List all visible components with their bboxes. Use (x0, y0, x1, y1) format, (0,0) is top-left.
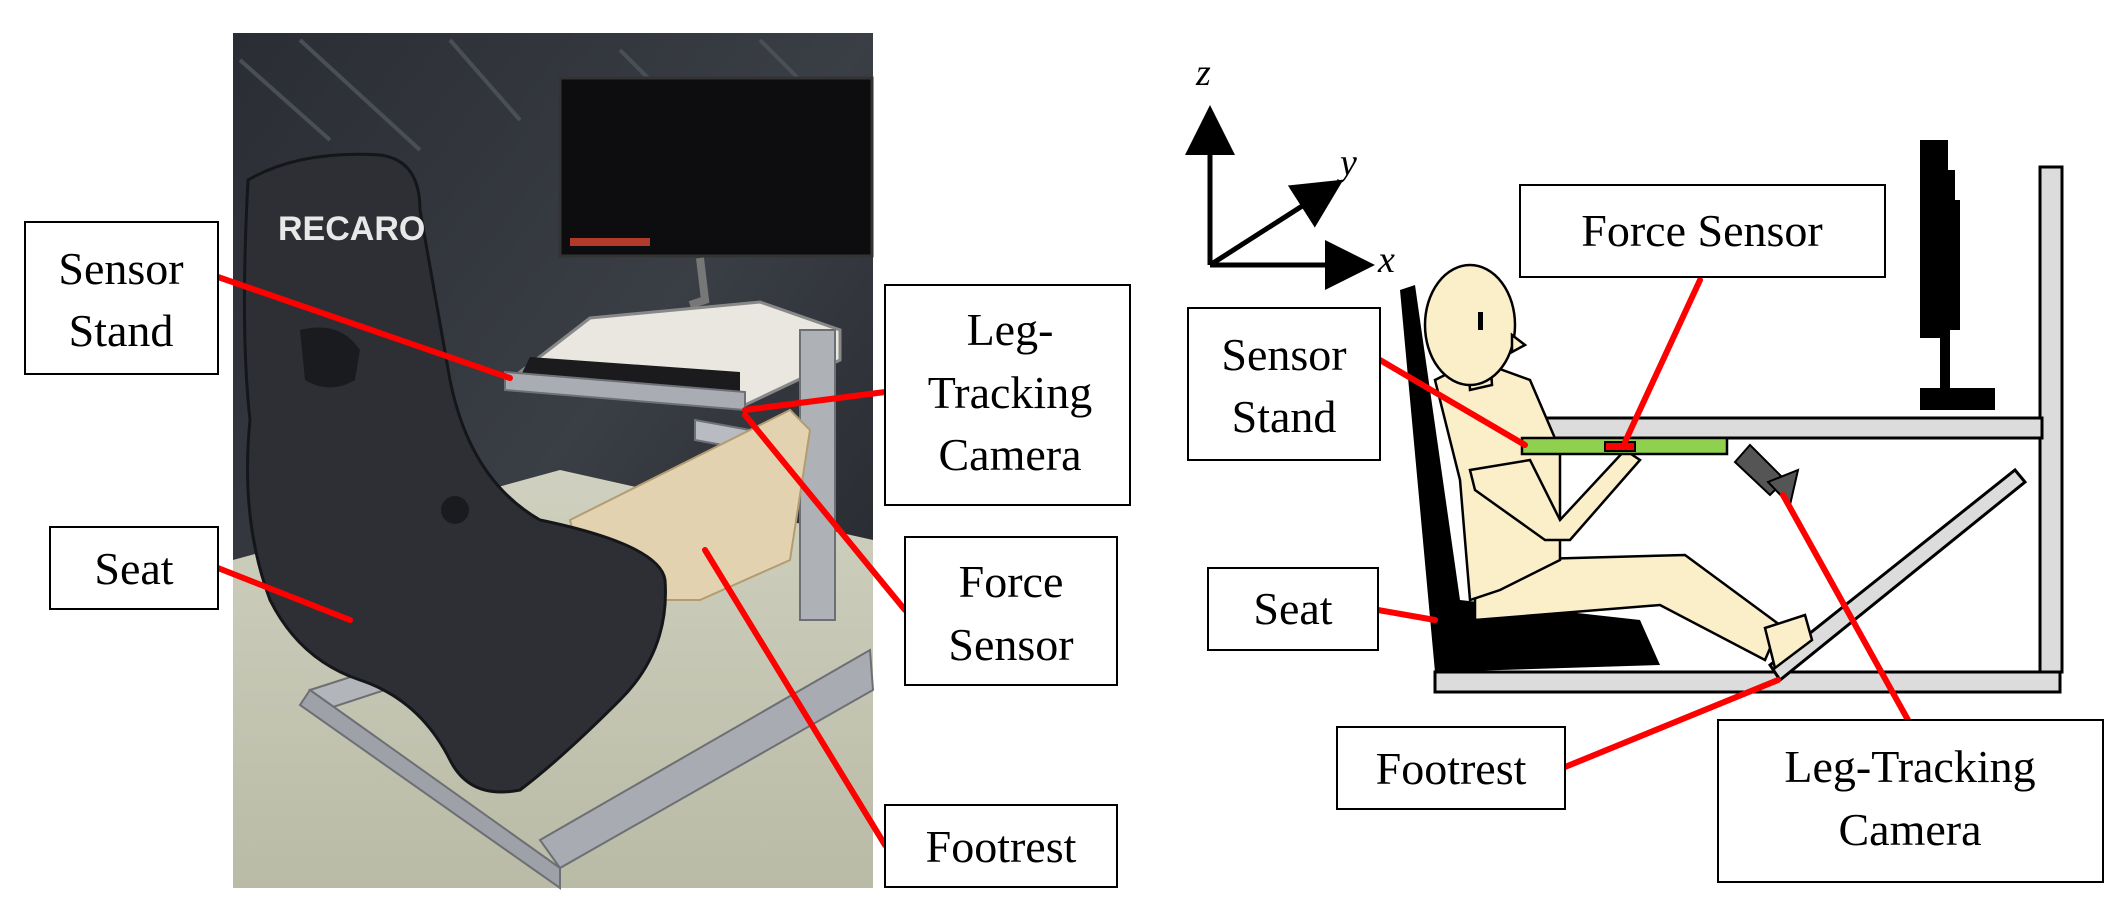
axis-label-x: x (1377, 239, 1395, 281)
photo-label-force-sensor: Force Sensor (904, 536, 1118, 686)
svg-text:Tracking: Tracking (928, 367, 1092, 418)
photo-label-leg-tracking-camera: Leg- Tracking Camera (884, 284, 1131, 506)
leader-force-sensor (742, 412, 908, 613)
leader-sensor-stand-diagram (1377, 357, 1528, 448)
svg-text:Seat: Seat (1253, 583, 1332, 634)
photo-leaders (215, 274, 908, 848)
axis-label-z: z (1195, 52, 1211, 94)
svg-text:Leg-: Leg- (967, 304, 1054, 355)
coordinate-axes: z x y (1185, 52, 1395, 290)
diagram-label-leg-tracking-camera: Leg-Tracking Camera (1717, 719, 2104, 883)
axis-label-y: y (1336, 142, 1357, 184)
photo-label-seat: Seat (49, 526, 219, 610)
schematic (1400, 140, 2064, 694)
leader-footrest (702, 547, 888, 848)
svg-text:Sensor: Sensor (58, 243, 183, 294)
svg-text:Stand: Stand (1232, 391, 1337, 442)
leader-force-sensor-diagram (1622, 277, 1703, 445)
svg-text:Sensor: Sensor (1221, 329, 1346, 380)
svg-text:Camera: Camera (938, 429, 1081, 480)
diagram-label-seat: Seat (1207, 567, 1379, 651)
diagram-label-sensor-stand: Sensor Stand (1187, 307, 1381, 461)
leader-sensor-stand (215, 274, 513, 381)
diagram-label-footrest: Footrest (1336, 726, 1566, 810)
seat-logo: RECARO (278, 210, 425, 248)
setup-photo: RECARO (233, 33, 875, 890)
leader-footrest-diagram (1562, 677, 1781, 770)
svg-text:Force: Force (959, 556, 1064, 607)
leader-seat-diagram (1375, 607, 1438, 623)
leader-seat (215, 565, 353, 623)
diagram-leaders (1375, 277, 1911, 770)
photo-label-footrest: Footrest (884, 804, 1118, 888)
leader-leg-tracking-camera-diagram (1780, 492, 1911, 723)
svg-text:Stand: Stand (69, 305, 174, 356)
svg-text:Footrest: Footrest (926, 821, 1077, 872)
svg-text:Force Sensor: Force Sensor (1581, 205, 1822, 256)
leader-leg-tracking-camera (742, 389, 888, 413)
svg-text:Footrest: Footrest (1376, 743, 1527, 794)
svg-text:Camera: Camera (1838, 804, 1981, 855)
svg-text:Sensor: Sensor (948, 619, 1073, 670)
diagram-label-force-sensor: Force Sensor (1519, 184, 1886, 278)
svg-text:Seat: Seat (94, 543, 173, 594)
svg-text:Leg-Tracking: Leg-Tracking (1784, 741, 2035, 792)
photo-label-sensor-stand: Sensor Stand (24, 221, 219, 375)
